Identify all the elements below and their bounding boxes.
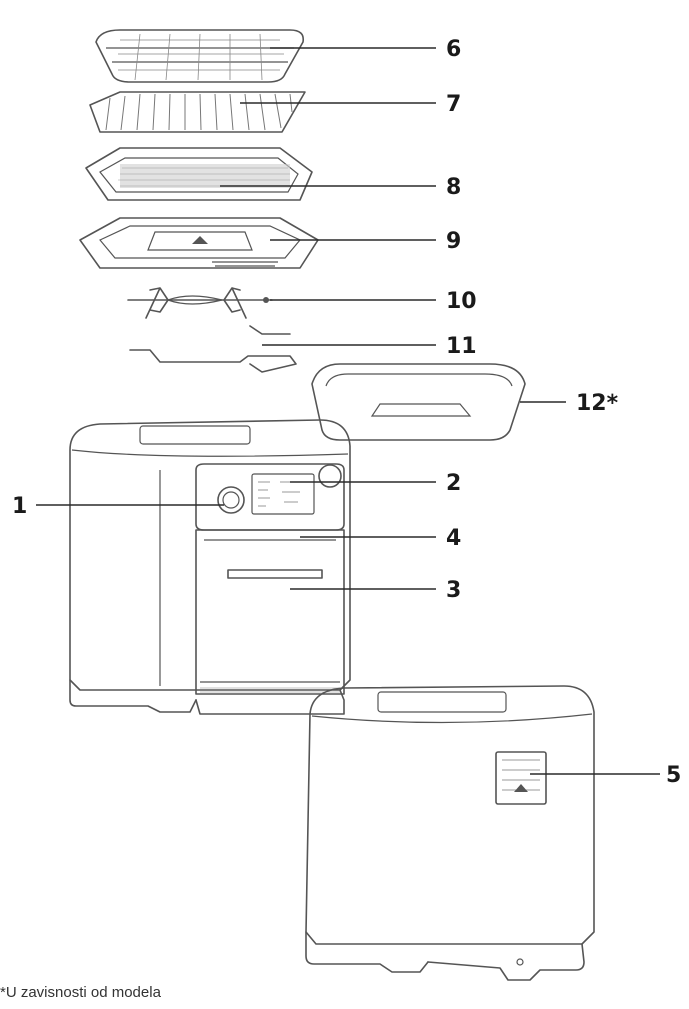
mesh-basket-drawing — [95, 29, 305, 83]
callout-label-8: 8 — [446, 175, 461, 200]
callout-label-10: 10 — [446, 289, 477, 314]
drip-tray-drawing — [79, 217, 319, 269]
wire-rack-drawing — [89, 91, 306, 133]
callout-label-5: 5 — [666, 763, 681, 788]
callout-label-2: 2 — [446, 471, 461, 496]
baking-pan-drawing — [311, 363, 526, 441]
rotisserie-spit-drawing — [127, 287, 273, 319]
callout-label-11: 11 — [446, 334, 477, 359]
callout-label-4: 4 — [446, 526, 461, 551]
perforated-tray-drawing — [85, 147, 313, 201]
callout-label-7: 7 — [446, 92, 461, 117]
callout-label-6: 6 — [446, 37, 461, 62]
air-fryer-back-drawing — [305, 685, 595, 981]
footnote-text: *U zavisnosti od modela — [0, 984, 161, 1001]
leader-lines — [36, 47, 660, 775]
air-fryer-front-drawing — [69, 419, 351, 715]
callout-label-9: 9 — [446, 229, 461, 254]
rotisserie-handle-drawing — [129, 325, 297, 373]
callout-label-1: 1 — [12, 494, 27, 519]
callout-label-3: 3 — [446, 578, 461, 603]
callout-label-12: 12* — [576, 391, 619, 416]
